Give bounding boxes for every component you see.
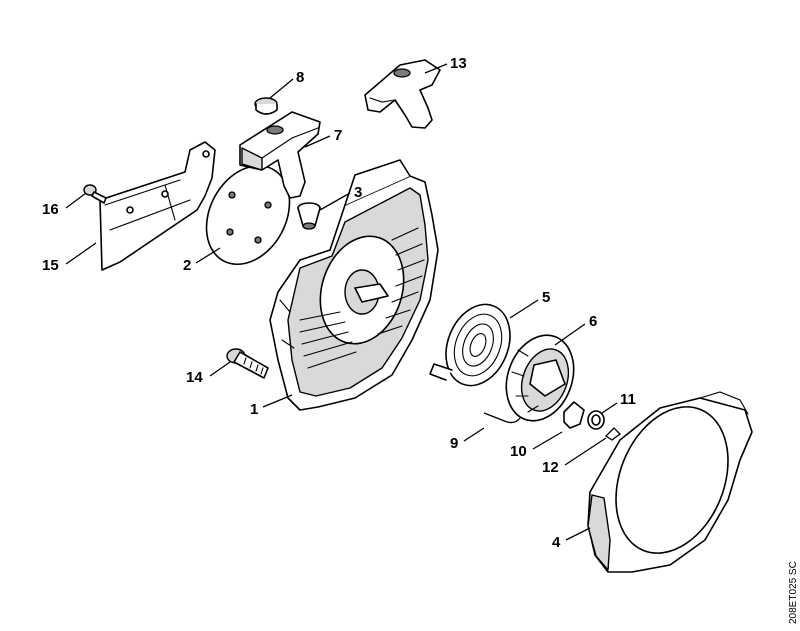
callout-3: 3: [354, 184, 362, 201]
part-9-starter-rope: [483, 412, 521, 424]
callout-10: 10: [510, 443, 527, 460]
leader-lines: [65, 63, 618, 541]
part-3-rope-guide: [297, 202, 321, 230]
callout-1: 1: [250, 401, 258, 418]
part-1-fan-housing: [269, 159, 439, 411]
callout-16: 16: [42, 201, 59, 218]
part-16-screw: [83, 184, 107, 204]
part-6-rope-rotor: [505, 334, 575, 422]
callout-8: 8: [296, 69, 304, 86]
callout-14: 14: [186, 369, 203, 386]
part-4-shroud: [587, 391, 753, 573]
callout-11: 11: [620, 391, 636, 408]
part-8-grip-insert: [254, 97, 278, 115]
callout-4: 4: [552, 534, 561, 551]
callout-12: 12: [542, 459, 559, 476]
callout-6: 6: [589, 313, 597, 330]
callout-5: 5: [542, 289, 550, 306]
callout-labels: 8 13 7 3 16 15 2 5 6 14 1 9 10 11 12 4: [42, 55, 636, 551]
callout-2: 2: [183, 257, 191, 274]
part-15-cover-plate: [99, 141, 216, 271]
part-10-pawl: [563, 401, 585, 429]
callout-7: 7: [334, 127, 342, 144]
part-14-collar-screw: [226, 348, 269, 379]
part-2-washer-disc: [205, 164, 291, 266]
part-5-rewind-spring: [429, 303, 511, 387]
part-13-starter-grip-alt: [364, 59, 441, 129]
reference-code: 208ET025 SC: [788, 561, 799, 624]
part-12-spring-clip: [604, 427, 621, 441]
callout-15: 15: [42, 257, 59, 274]
part-7-starter-grip: [239, 111, 321, 199]
callout-13: 13: [450, 55, 467, 72]
part-11-washer: [587, 410, 605, 430]
callout-9: 9: [450, 435, 458, 452]
